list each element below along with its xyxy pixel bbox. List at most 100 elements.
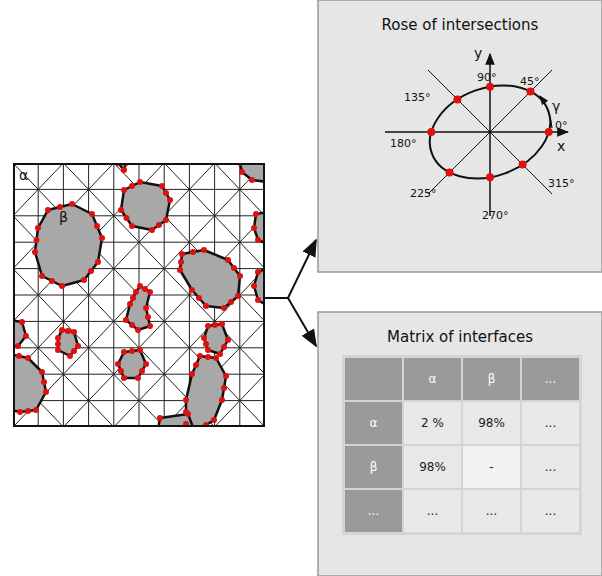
intersection-dot	[81, 277, 87, 283]
intersection-dot	[75, 343, 81, 349]
intersection-dot	[446, 168, 454, 176]
panel-title: Matrix of interfaces	[318, 328, 602, 346]
intersection-dot	[16, 353, 22, 359]
intersection-dot	[185, 411, 191, 417]
intersection-dot	[137, 283, 143, 289]
intersection-dot	[205, 354, 211, 360]
intersection-dot	[163, 190, 169, 196]
intersection-dot	[43, 389, 49, 395]
intersection-dot	[211, 417, 217, 423]
intersection-dot	[123, 317, 129, 323]
intersection-dot	[139, 368, 145, 374]
table-header-cell	[345, 358, 402, 400]
intersection-dot	[55, 347, 61, 353]
beta-particle	[186, 356, 226, 427]
intersection-dot	[65, 328, 71, 334]
beta-particle	[118, 350, 146, 378]
intersection-dot	[130, 295, 136, 301]
beta-particle	[240, 163, 265, 182]
diagonal-line	[63, 163, 265, 427]
intersection-dot	[127, 301, 133, 307]
intersection-dot	[59, 327, 65, 333]
angle-label: 225°	[410, 188, 437, 200]
table-cell: ...	[463, 490, 520, 532]
diagonal-line	[13, 163, 265, 427]
intersection-dot	[143, 305, 149, 311]
intersection-dot	[99, 235, 105, 241]
intersection-dot	[121, 187, 127, 193]
angle-label: 45°	[520, 76, 540, 88]
beta-particle	[35, 204, 102, 286]
intersection-dot	[115, 361, 121, 367]
intersection-dot	[67, 353, 73, 359]
table-cell: 98%	[404, 446, 461, 488]
intersection-dot	[212, 322, 218, 328]
intersection-dot	[178, 259, 184, 265]
intersection-dot	[221, 344, 227, 350]
intersection-dot	[255, 269, 261, 275]
intersection-dot	[59, 283, 65, 289]
intersection-dot	[143, 361, 149, 367]
intersection-dot	[142, 286, 148, 292]
intersection-dot	[89, 211, 95, 217]
intersection-dot	[33, 407, 39, 413]
diagonal-line	[13, 163, 114, 427]
result-panel: Matrix of interfacesαβ...α2 %98%...β98%-…	[318, 312, 602, 576]
intersection-dot	[201, 335, 207, 341]
intersection-dot	[179, 251, 185, 257]
intersection-dot	[129, 223, 135, 229]
table-header-cell: β	[463, 358, 520, 400]
intersection-dot	[17, 409, 23, 415]
intersection-dot	[135, 327, 141, 333]
intersection-dot	[41, 379, 47, 385]
intersection-dot	[149, 227, 155, 233]
intersection-dot	[197, 353, 203, 359]
table-header-cell: ...	[345, 490, 402, 532]
bracket-arrow	[265, 240, 316, 298]
intersection-dot	[231, 265, 237, 271]
intersection-dot	[69, 201, 75, 207]
intersection-dot	[225, 337, 231, 343]
intersection-dot	[196, 295, 202, 301]
x-axis	[385, 131, 568, 133]
angle-label: 270°	[482, 210, 509, 222]
intersection-dot	[203, 303, 209, 309]
table-header-cell: α	[345, 402, 402, 444]
diagonal-line	[13, 163, 215, 427]
beta-particle	[13, 354, 46, 412]
intersection-dot	[189, 371, 195, 377]
intersection-dot	[19, 319, 25, 325]
intersection-dot	[45, 207, 51, 213]
intersection-dot	[71, 348, 77, 354]
axis-label: y	[474, 47, 482, 59]
microstructure-square: αβ	[13, 163, 265, 427]
intersection-dot	[88, 268, 94, 274]
intersection-dot	[219, 321, 225, 327]
intersection-dot	[235, 293, 241, 299]
intersection-dot	[253, 211, 259, 217]
intersection-dot	[519, 161, 527, 169]
intersection-dot	[189, 287, 195, 293]
diagonal-line	[63, 163, 265, 427]
intersection-dot	[219, 397, 225, 403]
intersection-dot	[427, 128, 435, 136]
bracket-arrow	[265, 298, 316, 346]
intersection-dot	[239, 169, 245, 175]
intersection-dot	[183, 397, 189, 403]
intersection-dot	[118, 207, 124, 213]
intersection-dot	[177, 267, 183, 273]
axis-label: γ	[552, 100, 560, 112]
angle-arc	[540, 96, 552, 128]
intersection-dot	[95, 259, 101, 265]
intersection-dot	[255, 237, 261, 243]
intersection-dot	[147, 289, 153, 295]
intersection-dot	[201, 247, 207, 253]
table-cell: ...	[522, 490, 579, 532]
phase-label: α	[19, 167, 28, 183]
intersection-dot	[55, 335, 61, 341]
intersection-dot	[237, 273, 243, 279]
intersection-dot	[23, 333, 29, 339]
intersection-dot	[545, 128, 553, 136]
intersection-dot	[71, 329, 77, 335]
intersection-dot	[221, 305, 227, 311]
